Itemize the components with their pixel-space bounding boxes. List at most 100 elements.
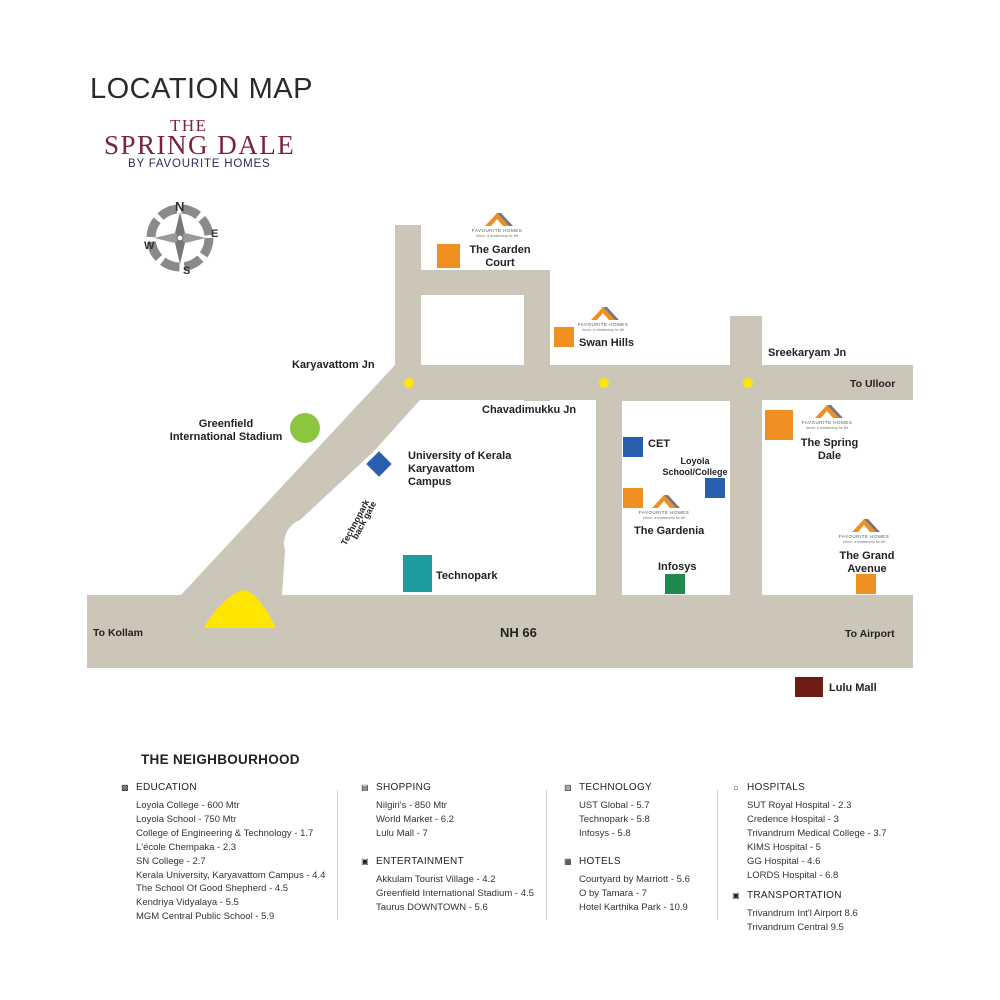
lulu-mall-marker bbox=[795, 677, 823, 697]
swan-hills-label: Swan Hills bbox=[579, 337, 635, 349]
landmark-yellow-marker bbox=[204, 590, 276, 628]
list-item: Taurus DOWNTOWN - 5.6 bbox=[376, 901, 488, 913]
list-item: Courtyard by Marriott - 5.6 bbox=[579, 873, 690, 885]
shopping-heading: SHOPPING bbox=[376, 782, 432, 793]
swan-hills-marker bbox=[554, 327, 574, 347]
infosys-marker bbox=[665, 574, 685, 594]
spring-dale-marker bbox=[765, 410, 793, 440]
road-sreekaryam bbox=[730, 316, 762, 596]
list-item: LORDS Hospital - 6.8 bbox=[747, 869, 839, 881]
entertainment-icon: ▣ bbox=[361, 856, 369, 866]
technopark-marker bbox=[403, 555, 432, 592]
compass-w: W bbox=[144, 240, 155, 252]
list-item: SN College - 2.7 bbox=[136, 855, 206, 867]
university-marker bbox=[366, 451, 392, 477]
lulu-mall-label: Lulu Mall bbox=[829, 682, 877, 694]
hotels-list: Courtyard by Marriott - 5.6 O by Tamara -… bbox=[563, 873, 690, 915]
hotels-heading: HOTELS bbox=[579, 855, 621, 867]
stadium-marker bbox=[290, 413, 320, 443]
spring-dale-label: The Spring Dale bbox=[800, 437, 859, 462]
computer-icon: ▧ bbox=[564, 783, 572, 792]
list-item: Loyola College - 600 Mtr bbox=[136, 800, 240, 811]
road-ulloor bbox=[395, 365, 913, 400]
to-ulloor-label: To Ulloor bbox=[850, 378, 895, 390]
junction-dot-sreekaryam bbox=[743, 378, 753, 388]
brand-the: THE bbox=[170, 116, 208, 135]
column-divider bbox=[546, 790, 547, 920]
junction-dot-chavadimukku bbox=[599, 378, 609, 388]
list-item: L'école Chempaka - 2.3 bbox=[136, 841, 237, 853]
hospital-icon: ⌂ bbox=[733, 783, 739, 792]
list-item: MGM Central Public School - 5.9 bbox=[136, 911, 275, 923]
compass-e: E bbox=[211, 228, 218, 240]
list-item: Akkulam Tourist Village - 4.2 bbox=[376, 873, 496, 885]
brand-name: SPRING DALE bbox=[104, 130, 296, 160]
list-item: Trivandrum Central 9.5 bbox=[747, 922, 844, 934]
hospitals-heading: HOSPITALS bbox=[747, 782, 806, 793]
entertainment-heading: ENTERTAINMENT bbox=[376, 855, 464, 867]
list-item: Hotel Karthika Park - 10.9 bbox=[579, 901, 688, 913]
compass-icon: N E S W bbox=[144, 199, 218, 277]
sreekaryam-jn-label: Sreekaryam Jn bbox=[768, 347, 847, 359]
list-item: College of Engineering & Technology - 1.… bbox=[136, 827, 314, 839]
list-item: Kerala University, Karyavattom Campus - … bbox=[136, 869, 326, 881]
compass-n: N bbox=[175, 199, 184, 214]
favourite-homes-logo-icon bbox=[591, 307, 619, 320]
to-kollam-label: To Kollam bbox=[93, 627, 143, 639]
karyavattom-jn-label: Karyavattom Jn bbox=[292, 359, 375, 371]
loyola-label: Loyola School/College bbox=[662, 456, 728, 477]
list-item: World Market - 6.2 bbox=[376, 813, 454, 825]
grand-avenue-marker bbox=[856, 574, 876, 594]
road-karyavattom-diagonal bbox=[180, 365, 420, 596]
favourite-homes-logo-icon bbox=[652, 495, 680, 508]
nh66-label: NH 66 bbox=[500, 625, 537, 640]
list-item: Nilgiri's - 850 Mtr bbox=[376, 800, 447, 811]
transportation-heading: TRANSPORTATION bbox=[747, 890, 842, 902]
shopping-icon: ▤ bbox=[361, 783, 369, 792]
garden-court-marker bbox=[437, 244, 460, 268]
list-item: KIMS Hospital - 5 bbox=[747, 841, 821, 853]
gardenia-marker bbox=[623, 488, 643, 508]
gardenia-label: The Gardenia bbox=[634, 525, 705, 537]
education-heading: EDUCATION bbox=[136, 782, 197, 793]
list-item: Trivandrum Int'l Airport 8.6 bbox=[747, 908, 858, 920]
list-item: Infosys - 5.8 bbox=[579, 827, 631, 839]
list-item: GG Hospital - 4.6 bbox=[747, 855, 821, 867]
list-item: Loyola School - 750 Mtr bbox=[136, 813, 237, 825]
compass-s: S bbox=[183, 265, 190, 277]
garden-court-label: The Garden Court bbox=[469, 244, 531, 269]
list-item: Credence Hospital - 3 bbox=[747, 813, 839, 825]
infosys-label: Infosys bbox=[658, 561, 697, 573]
loyola-marker bbox=[705, 478, 725, 498]
chavadimukku-jn-label: Chavadimukku Jn bbox=[482, 404, 577, 416]
cet-label: CET bbox=[648, 438, 670, 450]
list-item: Lulu Mall - 7 bbox=[376, 827, 428, 839]
list-item: SUT Royal Hospital - 2.3 bbox=[747, 800, 852, 811]
list-item: Kendriya Vidyalaya - 5.5 bbox=[136, 897, 239, 909]
greenfield-label: Greenfield International Stadium bbox=[169, 418, 283, 443]
list-item: Trivandrum Medical College - 3.7 bbox=[747, 827, 887, 839]
neighbourhood-title: THE NEIGHBOURHOOD bbox=[141, 752, 300, 767]
column-divider bbox=[337, 790, 338, 920]
building-icon: ▦ bbox=[564, 856, 572, 866]
list-item: Greenfield International Stadium - 4.5 bbox=[376, 887, 534, 899]
brand-byline: BY FAVOURITE HOMES bbox=[128, 158, 271, 170]
list-item: Technopark - 5.8 bbox=[579, 813, 650, 825]
favourite-homes-logo-icon bbox=[815, 405, 843, 418]
book-icon: ▩ bbox=[121, 783, 129, 792]
road-cet-left bbox=[596, 395, 622, 596]
list-item: O by Tamara - 7 bbox=[579, 887, 647, 899]
university-label: University of Kerala Karyavattom Campus bbox=[408, 450, 512, 488]
